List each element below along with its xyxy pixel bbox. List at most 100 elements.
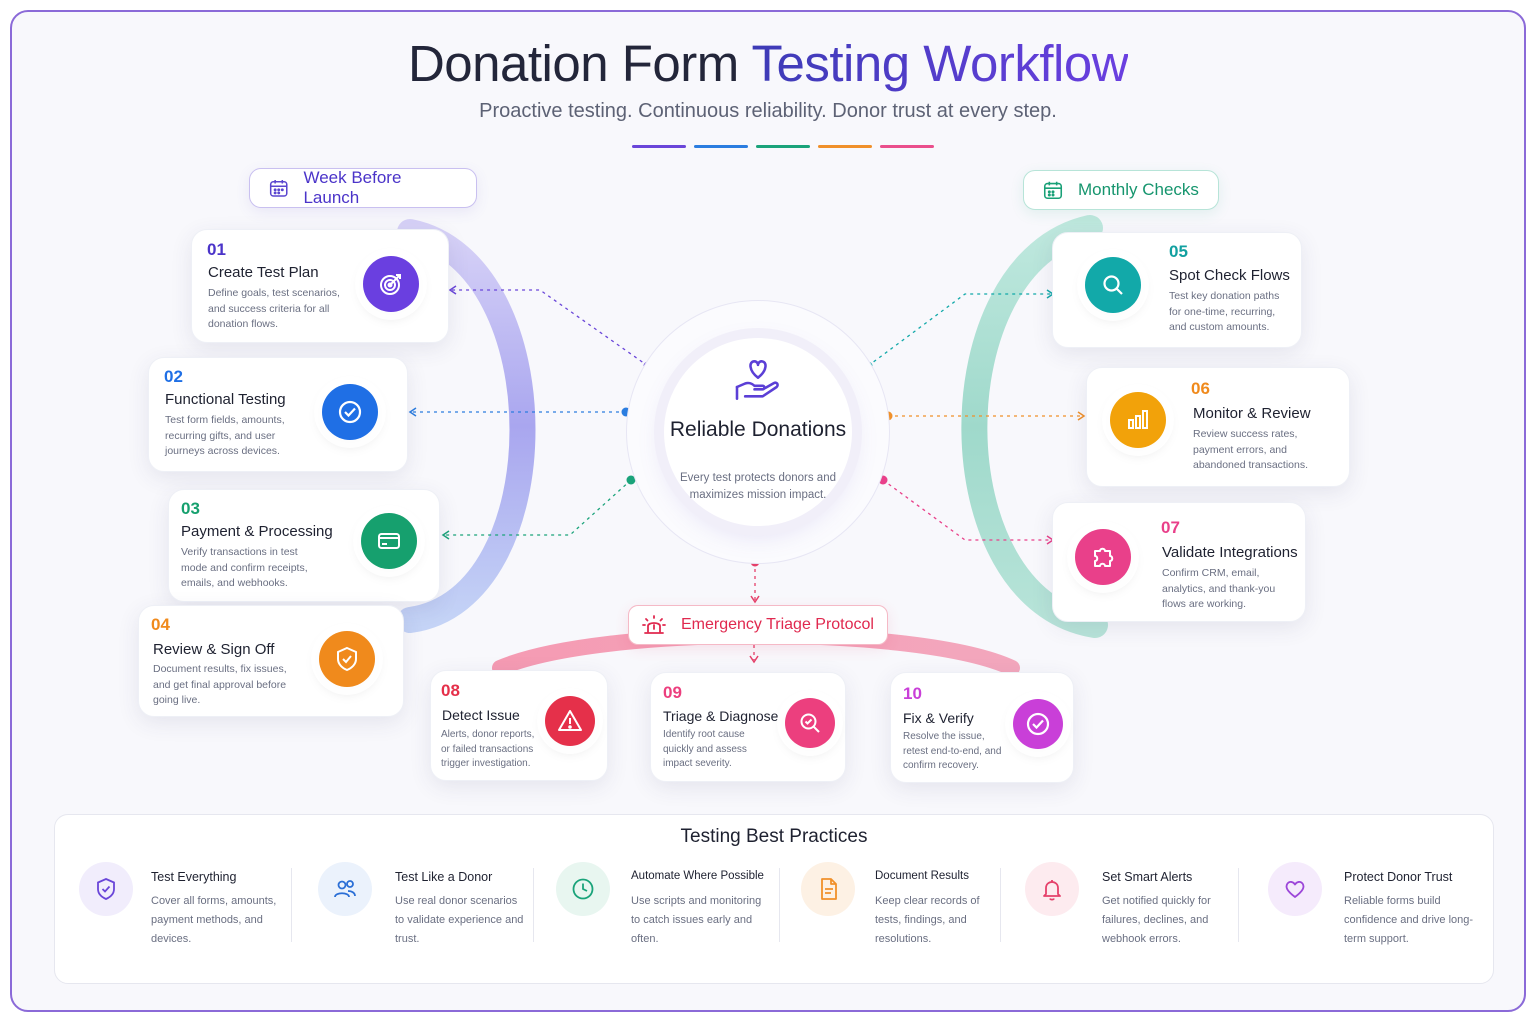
best-practices-title: Testing Best Practices xyxy=(680,826,868,847)
bp-divider xyxy=(1000,868,1001,942)
credit-card-icon xyxy=(378,533,400,549)
bp-title: Protect Donor Trust xyxy=(1344,870,1453,884)
heart-icon xyxy=(1285,881,1305,898)
magnify-icon xyxy=(800,713,820,733)
bp-description: Use real donor scenarios to validate exp… xyxy=(395,895,524,945)
monthly-checks-pill: Monthly Checks xyxy=(1023,170,1219,210)
bp-divider xyxy=(1238,868,1239,942)
step-card-09: 09 Triage & Diagnose Identify root cause… xyxy=(650,672,846,782)
step-title: Validate Integrations xyxy=(1162,544,1298,561)
bp-icon-disc xyxy=(801,862,855,916)
step-number: 08 xyxy=(441,681,460,700)
bp-title: Test Everything xyxy=(151,870,237,884)
bp-description: Keep clear records of tests, findings, a… xyxy=(875,895,980,945)
center-hub xyxy=(664,338,852,526)
bp-icon-disc xyxy=(318,862,372,916)
step-number: 03 xyxy=(181,499,200,518)
divider-bars xyxy=(632,145,934,148)
step-card-01: 01 Create Test Plan Define goals, test s… xyxy=(191,229,449,343)
step-number: 06 xyxy=(1191,379,1210,398)
bp-description: Cover all forms, amounts, payment method… xyxy=(151,895,277,945)
step-description: Alerts, donor reports, or failed transac… xyxy=(441,729,535,769)
target-icon xyxy=(380,274,401,295)
bp-icon-disc xyxy=(556,862,610,916)
bp-icon-disc xyxy=(1268,862,1322,916)
bell-icon xyxy=(1043,880,1061,901)
arrow-head xyxy=(441,530,450,540)
step-title: Detect Issue xyxy=(442,707,520,723)
center-title: Reliable Donations xyxy=(669,418,847,441)
step-card-08: 08 Detect Issue Alerts, donor reports, o… xyxy=(430,670,608,781)
search-icon xyxy=(1103,275,1123,295)
clock-icon xyxy=(572,878,594,900)
divider-bar xyxy=(756,145,810,148)
users-icon xyxy=(334,880,356,898)
arrow-head xyxy=(1077,411,1086,421)
step-title: Create Test Plan xyxy=(208,264,319,281)
connector-05 xyxy=(867,293,1053,367)
page-title: Donation Form Testing Workflow xyxy=(0,34,1536,93)
step-icon-disc xyxy=(322,384,378,440)
step-card-02: 02 Functional Testing Test form fields, … xyxy=(148,357,408,472)
step-card-07: 07 Validate Integrations Confirm CRM, em… xyxy=(1052,502,1306,622)
step-icon-disc xyxy=(785,698,835,748)
step-icon-disc xyxy=(319,631,375,687)
step-number: 07 xyxy=(1161,518,1180,537)
week-before-launch-pill: Week Before Launch xyxy=(249,168,477,208)
center-description: Every test protects donors and maximizes… xyxy=(680,472,836,501)
step-icon-disc xyxy=(545,696,595,746)
puzzle-icon xyxy=(1094,547,1114,567)
step-title: Triage & Diagnose xyxy=(663,708,779,724)
bp-title: Document Results xyxy=(875,870,969,882)
title-plain: Donation Form xyxy=(407,35,752,92)
step-number: 02 xyxy=(164,367,183,386)
step-card-05: 05 Spot Check Flows Test key donation pa… xyxy=(1052,232,1302,348)
monthly-checks-label: Monthly Checks xyxy=(1078,180,1199,199)
siren-icon xyxy=(642,615,666,634)
step-icon-disc xyxy=(363,256,419,312)
bp-title: Automate Where Possible xyxy=(631,870,764,882)
step-card-04: 04 Review & Sign Off Document results, f… xyxy=(138,605,404,717)
step-description: Resolve the issue, retest end-to-end, an… xyxy=(903,731,1002,771)
arrow-head xyxy=(448,285,457,295)
divider-bar xyxy=(880,145,934,148)
left-arc xyxy=(397,219,536,633)
bp-description: Reliable forms build confidence and driv… xyxy=(1344,895,1474,945)
step-number: 10 xyxy=(903,684,922,703)
connector-01 xyxy=(450,289,649,367)
arrow-head xyxy=(408,407,417,417)
step-title: Review & Sign Off xyxy=(153,641,275,658)
connector-03 xyxy=(443,479,632,536)
emergency-triage-label: Emergency Triage Protocol xyxy=(681,616,874,633)
bp-description: Get notified quickly for failures, decli… xyxy=(1102,895,1211,945)
step-icon-disc xyxy=(1013,699,1063,749)
arrow-head xyxy=(749,655,759,664)
bar-chart-icon xyxy=(1128,410,1148,429)
step-number: 05 xyxy=(1169,242,1188,261)
step-title: Spot Check Flows xyxy=(1169,267,1290,284)
bp-title: Set Smart Alerts xyxy=(1102,870,1193,884)
bp-icon-disc xyxy=(79,862,133,916)
bp-description: Use scripts and monitoring to catch issu… xyxy=(631,895,762,945)
warning-icon xyxy=(558,710,582,731)
check-circle-icon xyxy=(338,400,362,424)
divider-bar xyxy=(632,145,686,148)
step-title: Payment & Processing xyxy=(181,523,333,540)
calendar-icon xyxy=(269,179,288,197)
heart-hand-icon xyxy=(735,360,779,400)
step-card-03: 03 Payment & Processing Verify transacti… xyxy=(168,489,440,602)
check-circle-icon xyxy=(1026,712,1050,736)
bp-title: Test Like a Donor xyxy=(395,870,493,884)
week-before-launch-label: Week Before Launch xyxy=(303,168,402,207)
document-icon xyxy=(821,878,837,900)
step-title: Fix & Verify xyxy=(903,710,974,726)
step-description: Confirm CRM, email, analytics, and thank… xyxy=(1162,567,1276,610)
page-subtitle: Proactive testing. Continuous reliabilit… xyxy=(479,100,1057,122)
step-description: Review success rates, payment errors, an… xyxy=(1193,428,1309,471)
step-icon-disc xyxy=(1110,392,1166,448)
step-description: Test form fields, amounts, recurring gif… xyxy=(165,414,285,457)
step-icon-disc xyxy=(1085,257,1141,313)
title-accent: Testing Workflow xyxy=(751,35,1129,92)
shield-check-icon xyxy=(97,878,115,900)
step-number: 09 xyxy=(663,683,682,702)
